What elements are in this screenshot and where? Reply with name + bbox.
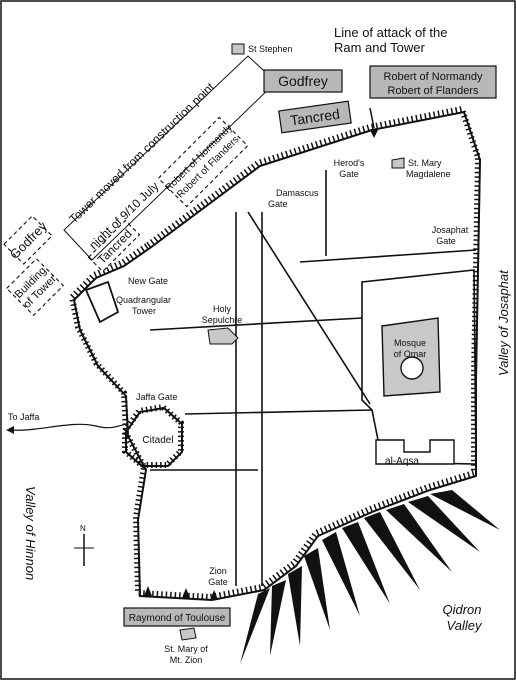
raymond-label: Raymond of Toulouse (129, 613, 226, 624)
zion-gate-label-2: Gate (208, 577, 228, 587)
qidron-hatching (240, 490, 500, 664)
city-wall (72, 110, 482, 602)
holy-sepulchre-label-2: Sepulchre (202, 315, 243, 325)
st-mary-zion-building (179, 627, 197, 641)
herods-gate-label-1: Herod's (334, 158, 365, 168)
st-stephen-building (231, 43, 245, 55)
jaffa-gate-label: Jaffa Gate (136, 392, 177, 402)
josaphat-gate-label-1: Josaphat (432, 225, 469, 235)
new-gate-label: New Gate (128, 276, 168, 286)
north-compass (74, 534, 94, 566)
al-aqsa-building (375, 439, 455, 465)
godfrey-dashed-box (3, 215, 53, 265)
raymond-box (123, 607, 231, 627)
raymond-arrows (144, 586, 218, 600)
robert-box (369, 65, 497, 99)
mosque-dome (400, 356, 424, 380)
citadel-label: Citadel (142, 435, 173, 446)
street-grid (149, 170, 477, 586)
st-mary-zion-label-2: Mt. Zion (170, 655, 203, 665)
holy-sepulchre-building (207, 327, 239, 345)
north-label: N (80, 524, 86, 533)
building-tower-box (5, 257, 65, 317)
road-to-jaffa (9, 423, 127, 431)
quadrangular-label-2: Tower (132, 306, 156, 316)
herods-gate-label-2: Gate (339, 169, 359, 179)
st-mary-magdalene-label-2: Magdalene (406, 169, 451, 179)
tancred-box (278, 100, 352, 134)
damascus-gate-label-2: Gate (268, 199, 288, 209)
josaphat-gate-label-2: Gate (436, 236, 456, 246)
quadrangular-label-1: Quadrangular (116, 295, 171, 305)
tancred-dashed-box (87, 219, 141, 273)
jaffa-arrow-icon (6, 426, 14, 434)
holy-sepulchre-label-1: Holy (213, 304, 232, 314)
mosque-label-2: of Omar (394, 349, 427, 359)
al-aqsa-label: al-Aqsa (385, 456, 419, 467)
robert-dashed-box (157, 116, 249, 208)
st-mary-zion-label-1: St. Mary of (164, 644, 208, 654)
valley-josaphat-label: Valley of Josaphat (496, 269, 511, 376)
temple-mount (361, 269, 477, 465)
st-stephen-label: St Stephen (248, 44, 293, 54)
valley-hinnon-label: Valley of Hinnon (23, 486, 38, 580)
robert-flanders-label: Robert of Flanders (387, 85, 479, 97)
attack-line-label-1: Line of attack of the (334, 25, 447, 40)
attack-line-label-2: Ram and Tower (334, 40, 425, 55)
citadel (122, 403, 184, 468)
robert-normandy-label: Robert of Normandy (383, 71, 483, 83)
wall-ticks (68, 105, 482, 601)
to-jaffa-label: To Jaffa (8, 412, 39, 422)
mosque-label-1: Mosque (394, 338, 426, 348)
godfrey-box (263, 69, 343, 93)
quadrangular-tower (84, 280, 120, 324)
qidron-label-2: Valley (447, 618, 483, 633)
tancred-label: Tancred (289, 106, 341, 129)
zion-gate-label-1: Zion (209, 566, 227, 576)
attack-line (369, 107, 375, 129)
st-mary-magdalene-building (391, 157, 405, 169)
attack-arrow-icon (370, 130, 378, 138)
damascus-gate-label-1: Damascus (276, 188, 319, 198)
godfrey-label: Godfrey (278, 73, 328, 89)
qidron-label-1: Qidron (442, 602, 481, 617)
st-mary-magdalene-label-1: St. Mary (408, 158, 442, 168)
